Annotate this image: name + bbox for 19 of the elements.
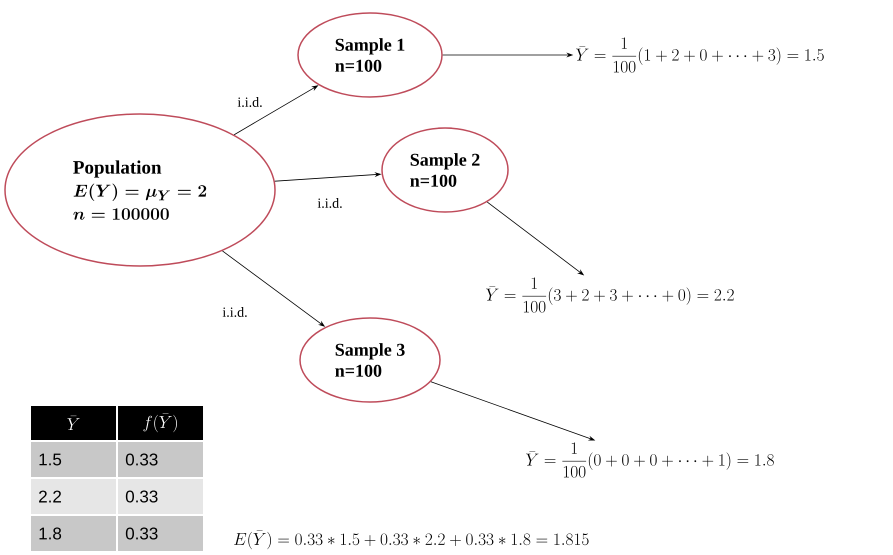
formula: $\bar{Y} = \frac{1}{100}(1+2+0+\cdots+3) = 1.5$ [576,37,824,73]
table-cell: 1.8 [31,516,116,551]
edge-label: i.i.d. [316,197,344,209]
formula: $\bar{Y} = \frac{1}{100}(0+0+0+\cdots+1) = 1.8$ [526,442,774,478]
formula: $E(\bar{Y}) = 0.33*1.5+0.33*2.2+0.33*1.8 = 1.815$ [234,530,589,550]
edge-label: i.i.d. [236,96,264,108]
ellipse-node: Sample 3 n=100 [299,317,441,403]
table-cell: 1.5 [31,442,116,477]
ellipse-node: Sample 1 n=100 [297,12,443,98]
edge-label: i.i.d. [221,306,249,318]
header-cell: $\bar{Y}$ [31,406,116,440]
ellipse-node: Population $E(Y) = \mu_Y = 2$ $n = 100000$ [4,113,276,267]
table-cell: 2.2 [31,479,116,514]
ellipse-node: Sample 2 n=100 [381,127,509,213]
table-cell: 0.33 [118,479,203,514]
header-cell: $f(\bar{Y})$ [118,406,203,440]
formula: $\bar{Y} = \frac{1}{100}(3+2+3+\cdots+0) = 2.2$ [486,277,734,313]
table-cell: 0.33 [118,442,203,477]
table-cell: 0.33 [118,516,203,551]
